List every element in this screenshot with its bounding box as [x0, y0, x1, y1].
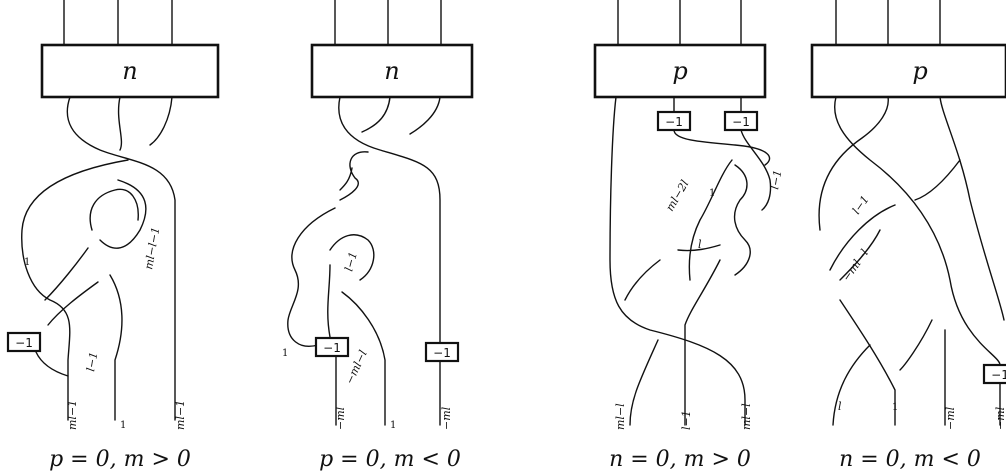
strand	[66, 96, 176, 421]
small-box-label: −1	[15, 336, 33, 350]
strand-label: ml−2l	[663, 177, 691, 213]
strand-label: l−1	[850, 193, 872, 217]
strand	[673, 129, 771, 166]
strand	[47, 281, 99, 326]
strand-label: l−1	[84, 351, 100, 373]
strand-label: 1	[120, 420, 126, 431]
top-strands	[617, 0, 742, 46]
strand	[629, 339, 659, 426]
strand	[109, 274, 123, 421]
strand	[89, 188, 139, 231]
strand	[939, 96, 1005, 321]
small-box	[723, 110, 759, 132]
panel-2: n −1 −1 l−1 1 −ml−l −ml 1 −ml p = 0, m <…	[282, 0, 474, 472]
strand-label: l−1	[768, 169, 784, 191]
strand	[99, 179, 147, 249]
strand-label: −ml	[994, 406, 1006, 430]
strand	[839, 299, 896, 426]
strand-label: ml−l	[740, 403, 753, 430]
strand	[287, 207, 336, 347]
strand-label: −ml	[440, 406, 453, 430]
strand	[35, 351, 69, 377]
top-strands	[334, 0, 442, 46]
twist-box	[310, 43, 474, 99]
small-box	[314, 336, 350, 358]
small-box-label: −1	[323, 341, 341, 355]
small-box	[424, 341, 460, 363]
strand-label: ml−1	[174, 400, 187, 430]
strand	[21, 159, 129, 421]
strand	[339, 151, 369, 201]
strand-label: 1	[282, 348, 288, 359]
strand-label: ml−1	[66, 400, 79, 430]
strand	[684, 259, 721, 426]
strand-label: ml−l−1	[142, 226, 162, 271]
strand	[834, 96, 1001, 366]
strand-label: −ml−l	[840, 246, 872, 283]
strand	[329, 234, 375, 281]
small-box	[6, 331, 42, 353]
small-box	[982, 363, 1006, 385]
panel-1: n −1 1 ml−l−1 l−1 ml−1 1 ml−1 p = 0, m >…	[6, 0, 220, 472]
strand	[624, 259, 661, 301]
panel-caption: p = 0, m > 0	[49, 447, 191, 472]
box-label: p	[672, 57, 687, 85]
top-strands	[835, 0, 941, 46]
strand	[361, 96, 391, 133]
strand-label: 1	[709, 188, 715, 199]
strand	[677, 244, 721, 252]
box-label: n	[384, 57, 399, 85]
strand	[609, 96, 746, 426]
box-label: p	[912, 57, 927, 85]
strand-label: 1	[390, 420, 396, 431]
twist-box	[593, 43, 767, 99]
top-strands	[63, 0, 173, 46]
strand-label: l−1	[680, 410, 693, 430]
strand	[733, 164, 751, 276]
strand	[818, 96, 889, 231]
strand-label: l−1	[342, 250, 360, 272]
box-label: n	[122, 57, 137, 85]
strand	[839, 229, 881, 281]
panel-caption: p = 0, m < 0	[319, 447, 461, 472]
strand-label: 1	[892, 402, 898, 413]
small-box	[656, 110, 692, 132]
strand-label: l	[698, 238, 702, 251]
panel-4: p −1 l−1 −ml−l l 1 −ml −ml n = 0, m < 0	[810, 0, 1006, 472]
panel-caption: n = 0, m < 0	[839, 447, 981, 472]
strand	[327, 264, 331, 338]
strand-label: −ml	[334, 406, 347, 430]
strand	[339, 167, 353, 191]
small-box-label: −1	[732, 115, 750, 129]
strand-label: 1	[24, 257, 30, 268]
strand	[338, 96, 441, 344]
strand	[899, 319, 933, 371]
strand	[117, 96, 123, 151]
strand-label: −ml	[944, 406, 957, 430]
strand	[688, 159, 733, 281]
strand	[44, 247, 89, 301]
strand	[149, 96, 173, 146]
strand	[409, 96, 441, 135]
strand-label: ml−l	[614, 403, 627, 430]
strand	[673, 96, 742, 113]
panel-caption: n = 0, m > 0	[609, 447, 751, 472]
strand	[914, 159, 961, 201]
strand	[341, 291, 386, 426]
panel-3: p −1 −1 ml−2l l−1 1 l ml−l l−1 ml−l n = …	[593, 0, 784, 472]
strand	[740, 129, 772, 211]
twist-box	[810, 43, 1006, 99]
twist-box	[40, 43, 220, 99]
small-box-label: −1	[665, 115, 683, 129]
small-box-label: −1	[433, 346, 451, 360]
strand	[829, 204, 896, 271]
strand	[832, 344, 871, 426]
strand-label: l	[838, 400, 842, 413]
small-box-label: −1	[991, 368, 1006, 382]
